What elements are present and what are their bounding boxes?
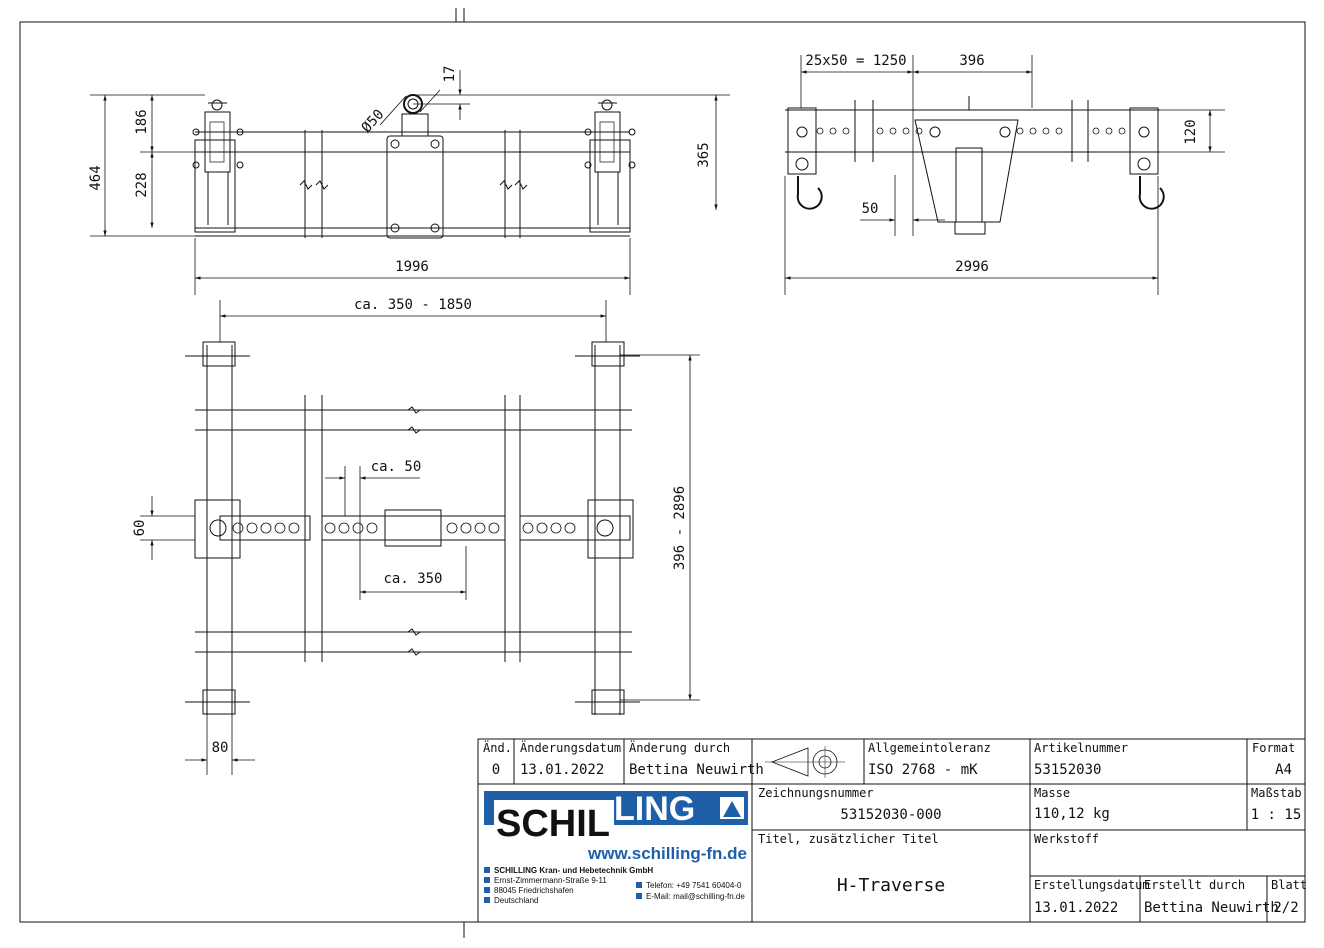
adjustment-hole bbox=[902, 127, 910, 135]
plan-view bbox=[185, 341, 640, 715]
plan-view-holes bbox=[232, 522, 576, 534]
adjustment-hole bbox=[246, 522, 258, 534]
value-rev: 0 bbox=[492, 762, 500, 778]
company-logo: SCHIL LING www.schilling-fn.de bbox=[484, 790, 748, 863]
adjustment-hole bbox=[842, 127, 850, 135]
adjustment-hole bbox=[1029, 127, 1037, 135]
adjustment-hole bbox=[915, 127, 923, 135]
value-title: H-Traverse bbox=[837, 875, 945, 896]
dim-front-width: 1996 bbox=[395, 259, 429, 275]
value-created-by: Bettina Neuwirth bbox=[1144, 900, 1279, 916]
header-change-date: Änderungsdatum bbox=[520, 740, 621, 755]
dim-plan-spacing: ca. 50 bbox=[371, 459, 422, 475]
adjustment-hole bbox=[1055, 127, 1063, 135]
adjustment-hole bbox=[536, 522, 548, 534]
front-view bbox=[192, 94, 636, 239]
adjustment-hole bbox=[474, 522, 486, 534]
value-mass: 110,12 kg bbox=[1034, 806, 1110, 822]
company-street: Ernst-Zimmermann-Straße 9-11 bbox=[494, 876, 607, 885]
dim-side-tube-height: 120 bbox=[1183, 119, 1199, 144]
side-view bbox=[785, 96, 1165, 235]
side-view-holes bbox=[816, 127, 1126, 135]
adjustment-hole bbox=[550, 522, 562, 534]
logo-text-ling: LING bbox=[614, 790, 695, 828]
header-material: Werkstoff bbox=[1034, 832, 1099, 846]
header-sheet: Blatt bbox=[1271, 878, 1307, 892]
value-sheet: 2/2 bbox=[1273, 900, 1298, 916]
company-city: 88045 Friedrichshafen bbox=[494, 886, 574, 895]
adjustment-hole bbox=[488, 522, 500, 534]
value-change-date: 13.01.2022 bbox=[520, 762, 604, 778]
adjustment-hole bbox=[522, 522, 534, 534]
adjustment-hole bbox=[829, 127, 837, 135]
adjustment-hole bbox=[232, 522, 244, 534]
dim-side-center: 396 bbox=[959, 53, 984, 69]
logo-text-schil: SCHIL bbox=[496, 803, 610, 845]
dim-side-small: 50 bbox=[862, 201, 879, 217]
adjustment-hole bbox=[1016, 127, 1024, 135]
adjustment-hole bbox=[889, 127, 897, 135]
logo-triangle-icon bbox=[723, 801, 741, 817]
company-website: www.schilling-fn.de bbox=[587, 844, 747, 863]
company-country: Deutschland bbox=[494, 896, 538, 905]
header-rev: Änd. bbox=[483, 740, 512, 755]
adjustment-hole bbox=[460, 522, 472, 534]
adjustment-hole bbox=[288, 522, 300, 534]
sheet-border bbox=[19, 21, 1306, 923]
dim-front-total-height: 464 bbox=[88, 165, 104, 190]
value-article-number: 53152030 bbox=[1034, 762, 1101, 778]
adjustment-hole bbox=[366, 522, 378, 534]
header-created-by: Erstellt durch bbox=[1144, 878, 1245, 892]
dim-plan-tube-width: 60 bbox=[132, 520, 148, 537]
adjustment-hole bbox=[1105, 127, 1113, 135]
dim-hook-height: 365 bbox=[696, 142, 712, 167]
adjustment-hole bbox=[338, 522, 350, 534]
header-changed-by: Änderung durch bbox=[629, 740, 730, 755]
dim-plan-length-range: 396 - 2896 bbox=[672, 486, 688, 570]
adjustment-hole bbox=[876, 127, 884, 135]
value-scale: 1 : 15 bbox=[1251, 807, 1302, 823]
dim-side-step: 25x50 = 1250 bbox=[805, 53, 906, 69]
header-article-number: Artikelnummer bbox=[1034, 741, 1128, 755]
company-email: E-Mail: mail@schilling-fn.de bbox=[646, 892, 745, 901]
header-title: Titel, zusätzlicher Titel bbox=[758, 832, 939, 846]
dim-front-lower-height: 228 bbox=[134, 172, 150, 197]
adjustment-hole bbox=[352, 522, 364, 534]
adjustment-hole bbox=[274, 522, 286, 534]
adjustment-hole bbox=[1118, 127, 1126, 135]
adjustment-hole bbox=[324, 522, 336, 534]
header-mass: Masse bbox=[1034, 786, 1070, 800]
header-drawing-number: Zeichnungsnummer bbox=[758, 786, 874, 800]
adjustment-hole bbox=[1042, 127, 1050, 135]
value-format: A4 bbox=[1275, 762, 1292, 778]
dim-eye-offset: 17 bbox=[442, 66, 458, 83]
header-created-date: Erstellungsdatum bbox=[1034, 878, 1150, 892]
value-changed-by: Bettina Neuwirth bbox=[629, 762, 764, 778]
company-address: SCHILLING Kran- und Hebetechnik GmbH Ern… bbox=[484, 866, 745, 905]
dim-front-upper-height: 186 bbox=[134, 109, 150, 134]
value-general-tolerance: ISO 2768 - mK bbox=[868, 762, 978, 778]
dim-side-width: 2996 bbox=[955, 259, 989, 275]
dim-plan-center-range: ca. 350 bbox=[383, 571, 442, 587]
adjustment-hole bbox=[260, 522, 272, 534]
adjustment-hole bbox=[816, 127, 824, 135]
header-format: Format bbox=[1252, 741, 1295, 755]
dim-plan-foot: 80 bbox=[212, 740, 229, 756]
header-general-tolerance: Allgemeintoleranz bbox=[868, 741, 991, 755]
adjustment-hole bbox=[564, 522, 576, 534]
dim-top-adjust-range: ca. 350 - 1850 bbox=[354, 297, 472, 313]
company-phone: Telefon: +49 7541 60404-0 bbox=[646, 881, 742, 890]
adjustment-hole bbox=[446, 522, 458, 534]
company-name: SCHILLING Kran- und Hebetechnik GmbH bbox=[494, 866, 653, 875]
header-scale: Maßstab bbox=[1251, 786, 1302, 800]
value-created-date: 13.01.2022 bbox=[1034, 900, 1118, 916]
value-drawing-number: 53152030-000 bbox=[840, 807, 941, 823]
title-block bbox=[477, 738, 1306, 923]
adjustment-hole bbox=[1092, 127, 1100, 135]
